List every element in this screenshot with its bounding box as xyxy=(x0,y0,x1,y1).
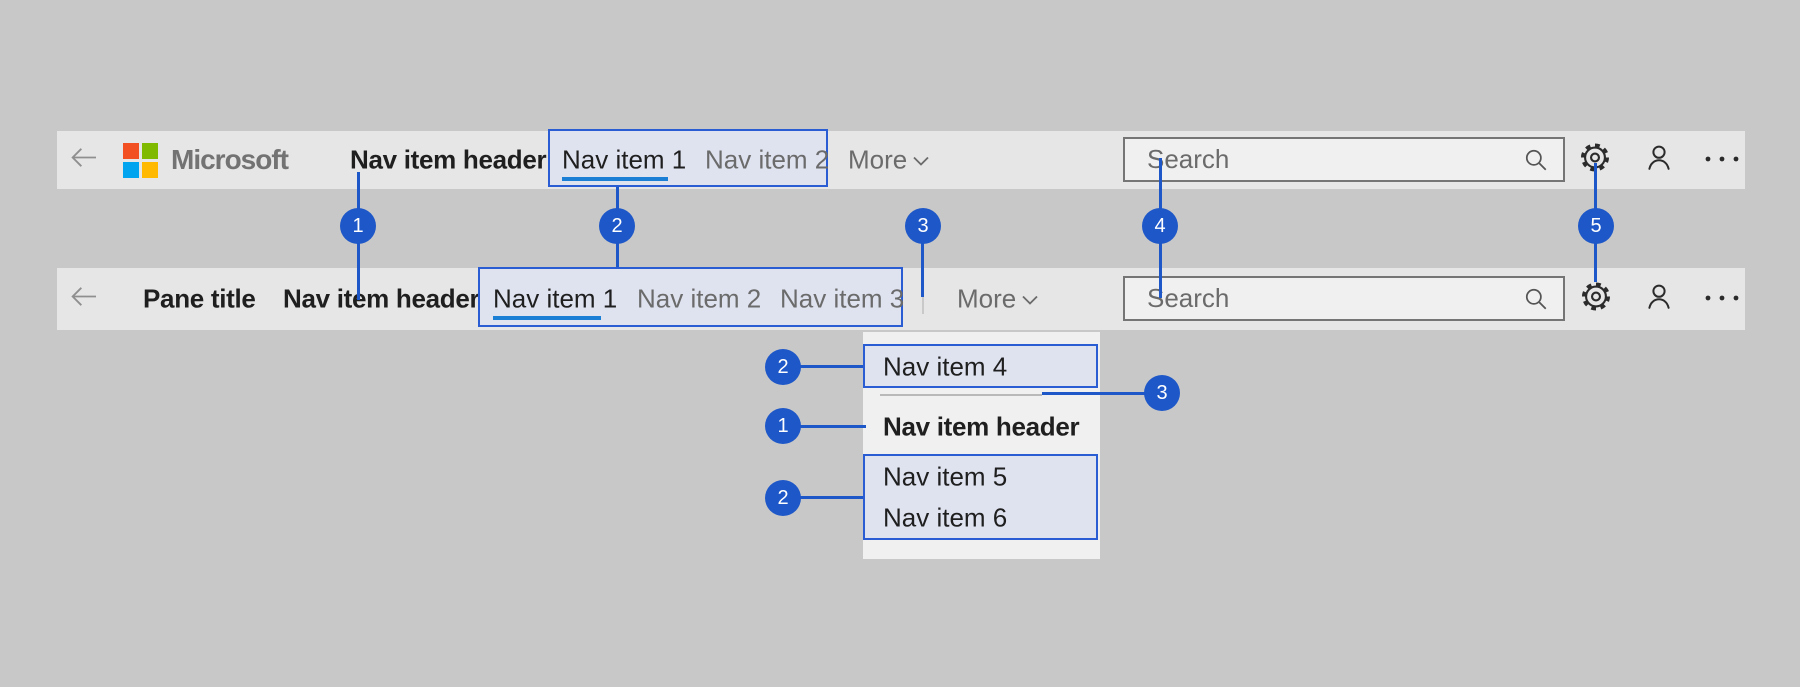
pane-back-button[interactable] xyxy=(68,281,100,318)
pane-more-label: More xyxy=(957,283,1017,314)
callout-badge-1-dropdown: 1 xyxy=(765,408,801,444)
gear-icon xyxy=(1579,280,1613,319)
microsoft-logo-squares xyxy=(123,143,158,178)
back-arrow-icon xyxy=(68,142,100,179)
top-nav-item-1-underline xyxy=(562,177,668,181)
chevron-down-icon xyxy=(1021,293,1039,311)
top-search-input[interactable] xyxy=(1125,139,1523,180)
dropdown-item-5[interactable]: Nav item 5 xyxy=(883,461,1008,492)
callout-2b-connector-line xyxy=(800,496,863,499)
top-nav-item-header[interactable]: Nav item header xyxy=(350,144,547,175)
pane-nav-item-header[interactable]: Nav item header xyxy=(283,283,480,314)
pane-nav-item-2[interactable]: Nav item 2 xyxy=(637,283,762,314)
search-icon[interactable] xyxy=(1523,147,1563,173)
dropdown-nav-item-header: Nav item header xyxy=(883,411,1080,442)
back-arrow-icon xyxy=(68,281,100,318)
logo-square-green xyxy=(142,143,158,159)
back-button[interactable] xyxy=(68,142,100,179)
pane-title: Pane title xyxy=(143,283,256,314)
dropdown-items-5-6-highlight-box: Nav item 5 Nav item 6 xyxy=(863,454,1098,540)
person-icon xyxy=(1643,142,1675,179)
top-account-button[interactable] xyxy=(1643,142,1675,179)
dropdown-item-4[interactable]: Nav item 4 xyxy=(883,351,1008,382)
pane-settings-button[interactable] xyxy=(1579,280,1613,319)
chevron-down-icon xyxy=(912,154,930,172)
callout-2a-connector-line xyxy=(800,365,863,368)
person-icon xyxy=(1643,281,1675,318)
dropdown-item-4-highlight-box: Nav item 4 xyxy=(863,344,1098,388)
callout-badge-1: 1 xyxy=(340,208,376,244)
ellipsis-icon xyxy=(1702,290,1742,308)
more-dropdown-panel: Nav item 4 Nav item header Nav item 5 Na… xyxy=(863,332,1100,559)
pane-search-input[interactable] xyxy=(1125,278,1523,319)
pane-search-box xyxy=(1123,276,1565,321)
callout-badge-2: 2 xyxy=(599,208,635,244)
top-nav-item-2-label[interactable]: Nav item 2 xyxy=(705,144,830,175)
callout-3-connector-line xyxy=(921,226,924,297)
callout-badge-5: 5 xyxy=(1578,208,1614,244)
logo-square-blue xyxy=(123,162,139,178)
pane-nav-item-1-underline xyxy=(493,316,601,320)
logo-square-yellow xyxy=(142,162,158,178)
callout-badge-4: 4 xyxy=(1142,208,1178,244)
microsoft-wordmark: Microsoft xyxy=(171,144,289,175)
pane-nav-item-1[interactable]: Nav item 1 xyxy=(493,283,618,314)
pane-nav-item-3[interactable]: Nav item 3 xyxy=(780,283,905,314)
top-nav-items-highlight-box xyxy=(548,129,828,187)
ellipsis-icon xyxy=(1702,151,1742,169)
callout-3b-connector-line xyxy=(1042,392,1146,395)
top-more-options-button[interactable] xyxy=(1702,151,1742,169)
pane-account-button[interactable] xyxy=(1643,281,1675,318)
callout-badge-3-dropdown: 3 xyxy=(1144,375,1180,411)
nav-overflow-divider xyxy=(922,283,924,314)
logo-square-red xyxy=(123,143,139,159)
microsoft-logo[interactable]: Microsoft xyxy=(123,143,343,179)
top-nav-items-highlight-fill xyxy=(550,131,826,185)
top-nav-item-1-label[interactable]: Nav item 1 xyxy=(562,144,687,175)
top-search-box xyxy=(1123,137,1565,182)
callout-badge-2-dropdown-bottom: 2 xyxy=(765,480,801,516)
top-nav-bar: Microsoft Nav item header Nav item 1 Nav… xyxy=(57,131,1745,189)
callout-1b-connector-line xyxy=(800,425,866,428)
callout-badge-3: 3 xyxy=(905,208,941,244)
dropdown-item-6[interactable]: Nav item 6 xyxy=(883,502,1008,533)
top-more-label: More xyxy=(848,144,908,175)
dropdown-separator xyxy=(880,394,1042,396)
pane-more-options-button[interactable] xyxy=(1702,290,1742,308)
search-icon[interactable] xyxy=(1523,286,1563,312)
callout-badge-2-dropdown-top: 2 xyxy=(765,349,801,385)
